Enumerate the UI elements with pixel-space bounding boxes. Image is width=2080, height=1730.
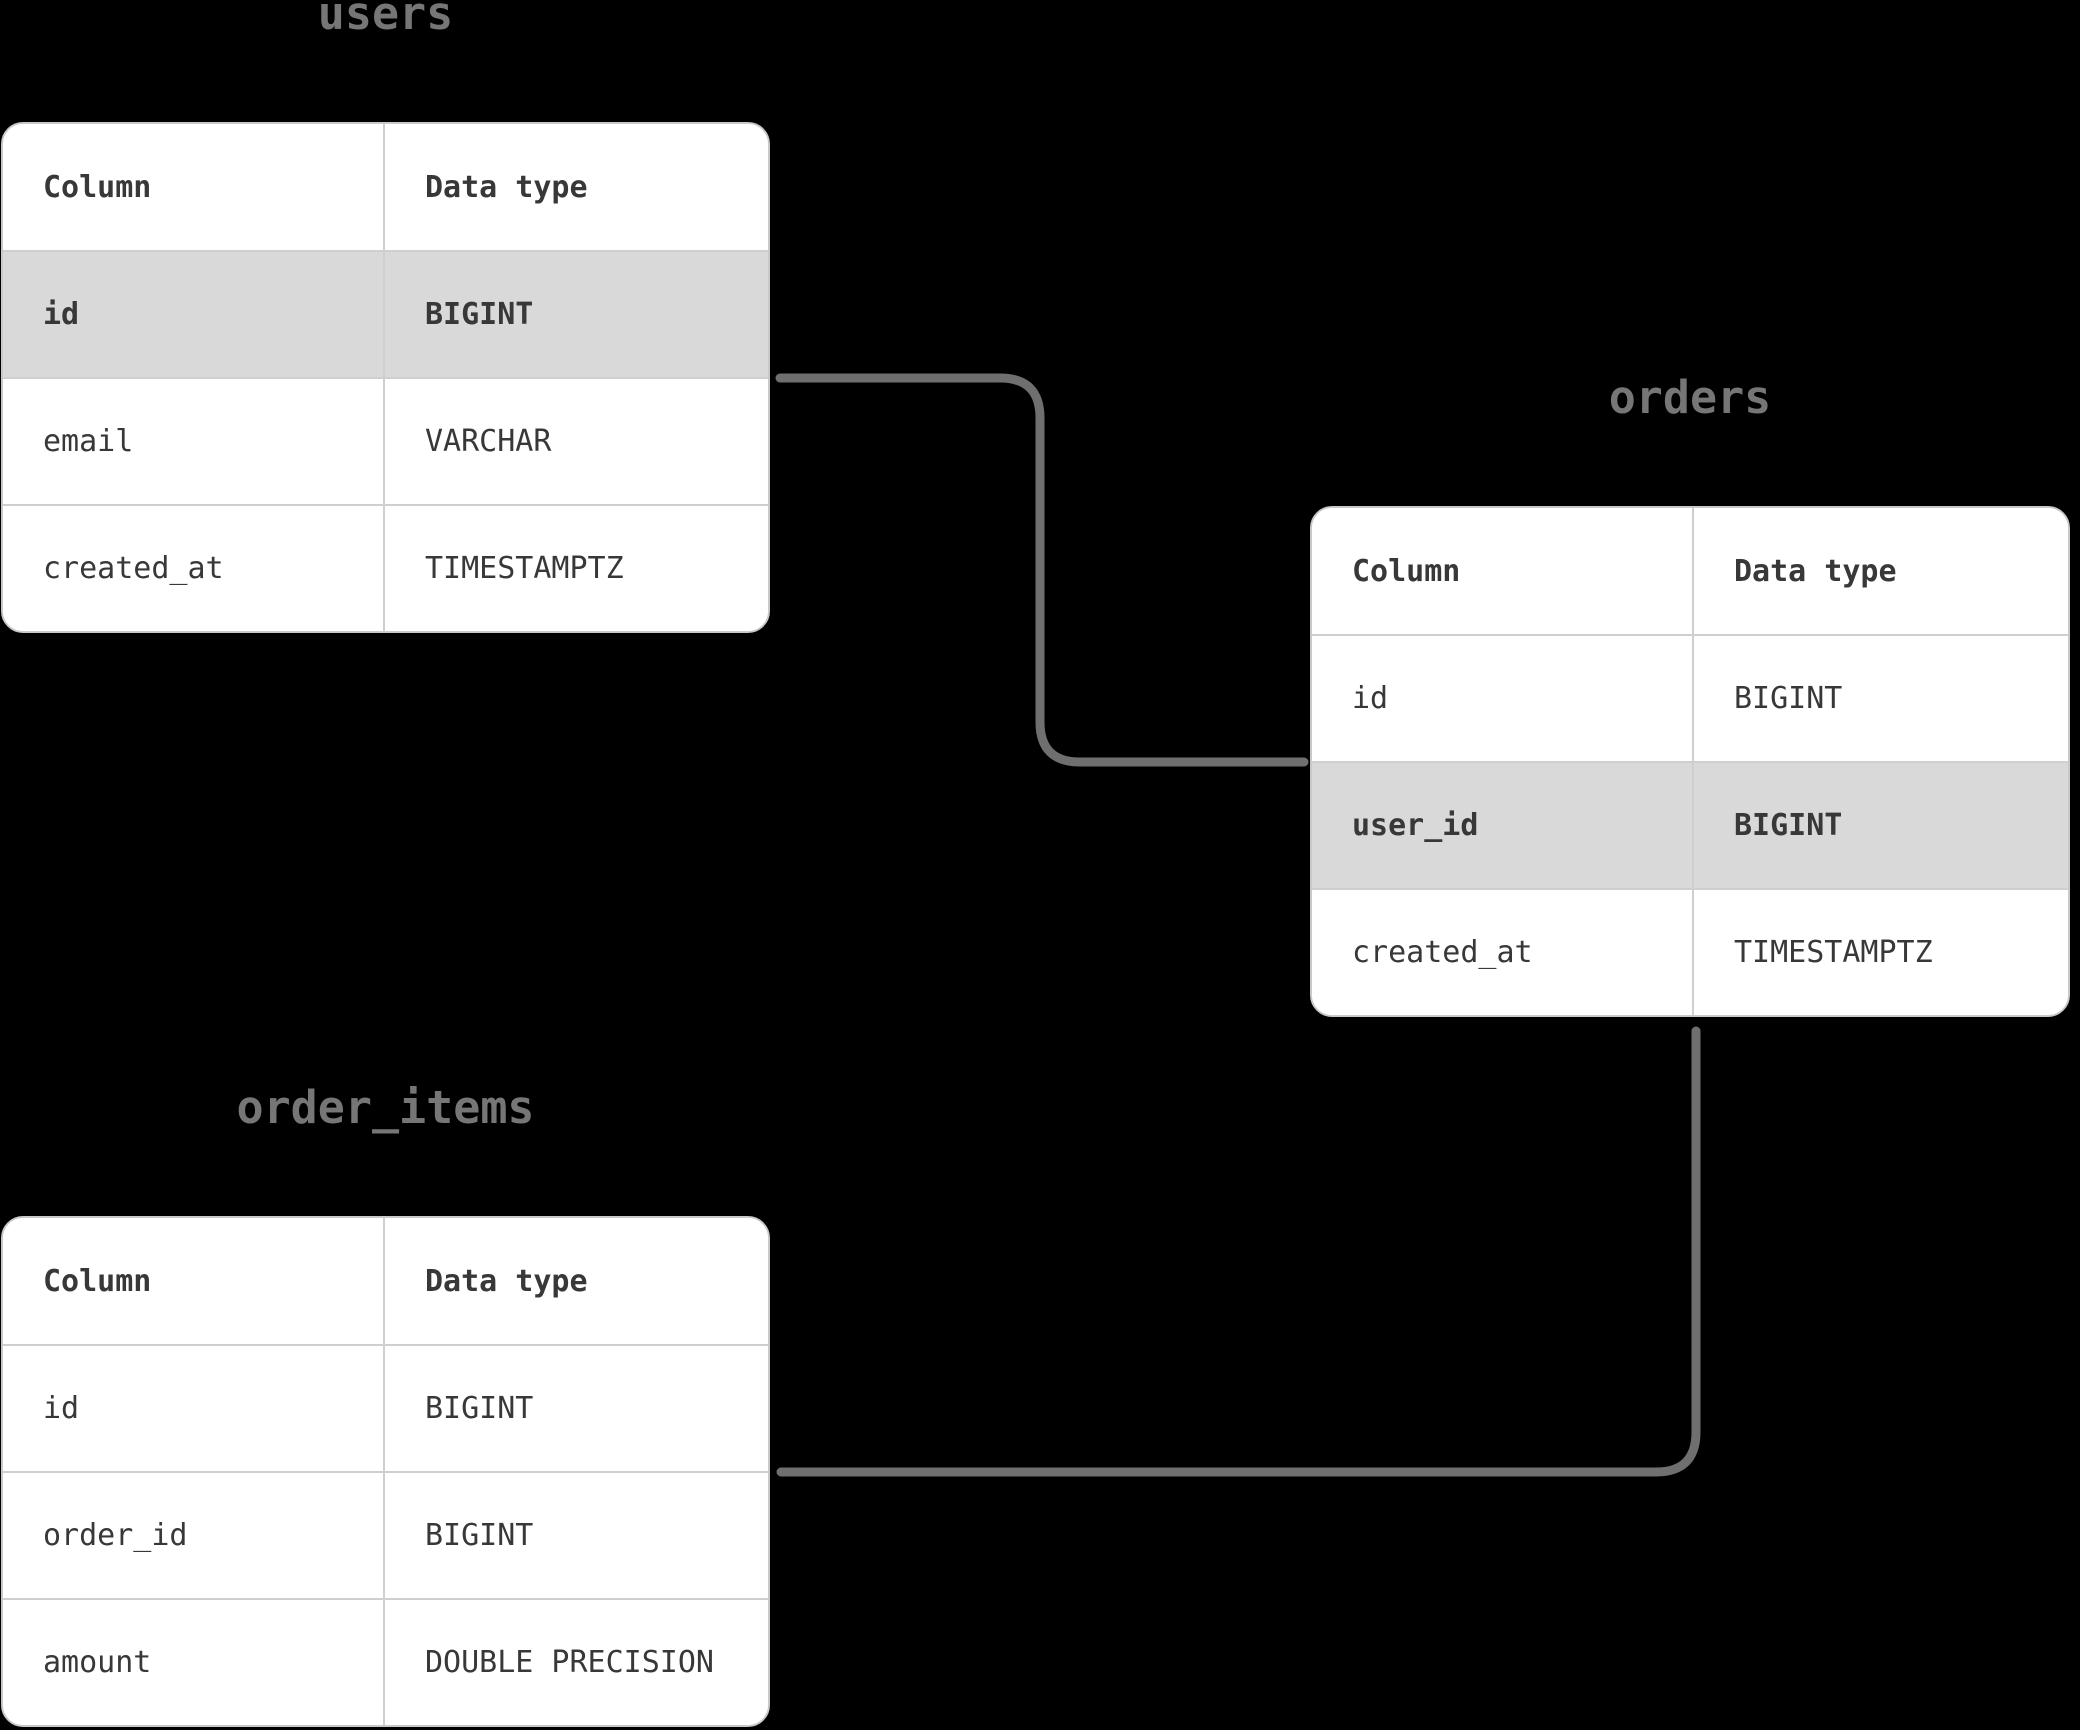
datatype-header-label: Data type	[1692, 508, 2068, 634]
datatype-header-label: Data type	[383, 124, 768, 250]
datatype-cell: VARCHAR	[383, 379, 768, 504]
column-header-label: Column	[1352, 553, 1461, 589]
table-header-row: Column Data type	[1312, 508, 2068, 634]
table-card-users: Column Data type id BIGINT email VARCHAR…	[1, 122, 770, 633]
column-name-cell: order_id	[43, 1518, 188, 1553]
datatype-cell: DOUBLE PRECISION	[383, 1600, 768, 1725]
table-row-order-items-amount: amount DOUBLE PRECISION	[3, 1598, 768, 1725]
table-title-orders: orders	[1608, 371, 1772, 424]
column-name-cell: amount	[43, 1645, 152, 1680]
table-row-users-id: id BIGINT	[3, 250, 768, 377]
table-title-order-items: order_items	[236, 1081, 535, 1134]
column-name-cell: created_at	[1352, 935, 1533, 970]
datatype-cell: TIMESTAMPTZ	[383, 506, 768, 631]
table-row-orders-id: id BIGINT	[1312, 634, 2068, 761]
column-name-cell: created_at	[43, 551, 224, 586]
table-row-order-items-id: id BIGINT	[3, 1344, 768, 1471]
datatype-cell: BIGINT	[1692, 763, 2068, 888]
table-row-users-email: email VARCHAR	[3, 377, 768, 504]
table-title-users: users	[317, 0, 454, 40]
relationship-line-users-orders	[775, 373, 1309, 767]
table-row-orders-user-id: user_id BIGINT	[1312, 761, 2068, 888]
datatype-cell: BIGINT	[383, 252, 768, 377]
datatype-cell: TIMESTAMPTZ	[1692, 890, 2068, 1015]
column-header-label: Column	[43, 169, 152, 205]
datatype-header-label: Data type	[383, 1218, 768, 1344]
column-header-label: Column	[43, 1263, 152, 1299]
datatype-cell: BIGINT	[1692, 636, 2068, 761]
column-name-cell: user_id	[1352, 808, 1479, 843]
column-name-cell: id	[43, 1391, 80, 1426]
table-row-users-created-at: created_at TIMESTAMPTZ	[3, 504, 768, 631]
table-card-orders: Column Data type id BIGINT user_id BIGIN…	[1310, 506, 2070, 1017]
datatype-cell: BIGINT	[383, 1346, 768, 1471]
relationship-line-orders-order-items	[776, 1026, 1701, 1477]
table-header-row: Column Data type	[3, 1218, 768, 1344]
table-card-order-items: Column Data type id BIGINT order_id BIGI…	[1, 1216, 770, 1727]
datatype-cell: BIGINT	[383, 1473, 768, 1598]
table-row-order-items-order-id: order_id BIGINT	[3, 1471, 768, 1598]
table-row-orders-created-at: created_at TIMESTAMPTZ	[1312, 888, 2068, 1015]
table-header-row: Column Data type	[3, 124, 768, 250]
column-name-cell: id	[1352, 681, 1389, 716]
column-name-cell: id	[43, 297, 80, 332]
column-name-cell: email	[43, 424, 134, 459]
